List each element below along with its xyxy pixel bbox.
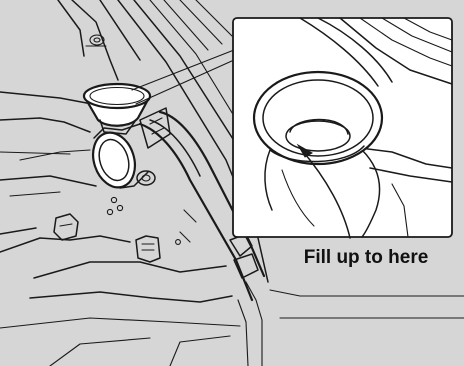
zoom-leader-lines xyxy=(131,49,235,105)
fill-level-label: Fill up to here xyxy=(303,247,429,268)
callout-arrow xyxy=(296,143,351,239)
detail-inset xyxy=(232,17,453,238)
filler-neck-ring xyxy=(92,123,149,189)
